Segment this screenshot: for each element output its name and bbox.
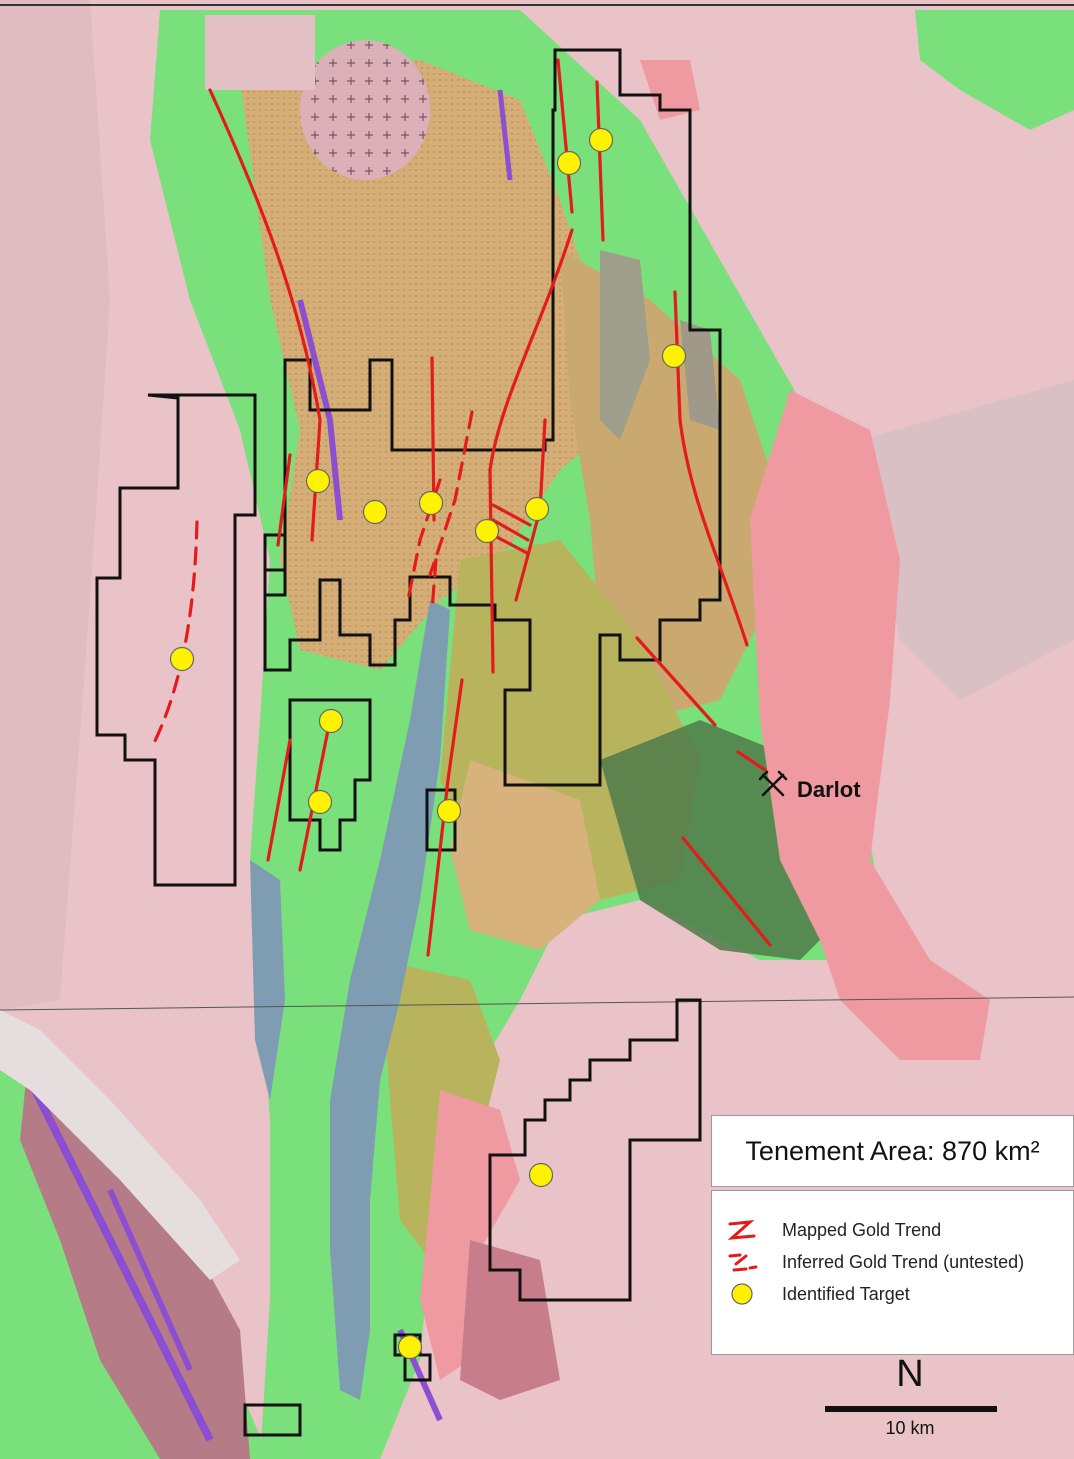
blue-unit-west <box>250 860 285 1100</box>
scale-label: 10 km <box>885 1418 935 1438</box>
target-marker[interactable] <box>318 708 344 734</box>
gold-trend <box>276 453 292 547</box>
scale-bar <box>825 1406 997 1412</box>
gold-trend <box>595 80 605 242</box>
tan-unit-south <box>450 760 600 950</box>
dark-pink-unit-southeast <box>460 1240 560 1400</box>
legend-row-target: Identified Target <box>724 1280 910 1308</box>
inferred-trend-symbol <box>728 1253 758 1272</box>
gold-trend <box>426 678 464 957</box>
sediment-unit-north <box>240 60 620 670</box>
target-symbol <box>731 1283 753 1305</box>
tenement-north <box>263 48 722 787</box>
target-marker[interactable] <box>474 518 500 544</box>
inferred-gold-trends <box>151 410 474 747</box>
tenement-outlines <box>95 48 722 1437</box>
tenement-area-box: Tenement Area: 870 km² <box>711 1115 1074 1187</box>
target-marker[interactable] <box>556 150 582 176</box>
inferred-trend <box>406 478 442 602</box>
target-marker[interactable] <box>436 798 462 824</box>
gold-trend <box>736 750 767 772</box>
gold-trend <box>488 228 574 674</box>
inferred-trend <box>430 558 438 612</box>
tenement-west <box>95 393 257 887</box>
tenement-south-rect <box>243 1403 302 1437</box>
tenement-west-small <box>263 533 287 597</box>
target-marker[interactable] <box>418 490 444 516</box>
blue-unit <box>330 600 450 1400</box>
legend-label: Identified Target <box>782 1283 910 1304</box>
legend: Mapped Gold Trend Inferred Gold Trend (u… <box>711 1190 1074 1355</box>
identified-targets <box>169 127 687 1360</box>
gold-trend <box>556 58 574 214</box>
gold-trend <box>673 290 749 647</box>
legend-label: Mapped Gold Trend <box>782 1219 942 1240</box>
gold-trend <box>491 503 532 555</box>
gold-trend <box>681 836 772 947</box>
grey-unit <box>600 250 650 440</box>
granite-inlier <box>205 15 315 90</box>
purple-dyke-sw-2 <box>107 1188 193 1372</box>
granite-dome <box>300 40 430 180</box>
salmon-intrusive-east <box>750 390 990 1060</box>
target-marker[interactable] <box>362 499 388 525</box>
granite-grey-patch <box>860 380 1074 700</box>
mine-label: Darlot <box>797 777 861 802</box>
tenement-area-text: Tenement Area: 870 km² <box>745 1135 1040 1166</box>
mapped-trend-symbol <box>727 1220 756 1240</box>
purple-dyke-1 <box>297 299 343 521</box>
gold-trend <box>635 636 717 727</box>
gold-trend <box>266 738 292 862</box>
mapped-gold-trends <box>208 58 772 957</box>
pick-axe-mine-icon <box>758 770 788 797</box>
map-seam <box>0 996 1074 1011</box>
target-marker[interactable] <box>588 127 614 153</box>
inferred-trend <box>428 410 474 577</box>
legend-label: Inferred Gold Trend (untested) <box>782 1251 1025 1272</box>
target-marker[interactable] <box>397 1334 423 1360</box>
purple-dyke-sw-1 <box>16 1058 214 1442</box>
north-arrow-icon: N <box>896 1353 924 1395</box>
salmon-intrusive-south <box>420 1090 520 1380</box>
legend-row-mapped: Mapped Gold Trend <box>724 1216 941 1244</box>
gold-trend <box>208 88 322 542</box>
inferred-trend <box>151 520 199 747</box>
salmon-intrusive-north <box>640 60 700 120</box>
greenstone-northeast <box>915 10 1074 130</box>
target-marker[interactable] <box>528 1162 554 1188</box>
granite-pale-band <box>0 1010 240 1280</box>
tenement-southeast <box>488 998 702 1302</box>
target-marker[interactable] <box>169 646 195 672</box>
grey-unit-2 <box>680 320 720 430</box>
target-marker[interactable] <box>305 468 331 494</box>
target-marker[interactable] <box>524 496 550 522</box>
target-marker[interactable] <box>661 343 687 369</box>
granite-light-patch <box>0 0 110 1010</box>
purple-dyke-2 <box>497 89 513 181</box>
legend-row-inferred: Inferred Gold Trend (untested) <box>724 1248 1024 1276</box>
target-marker[interactable] <box>307 789 333 815</box>
